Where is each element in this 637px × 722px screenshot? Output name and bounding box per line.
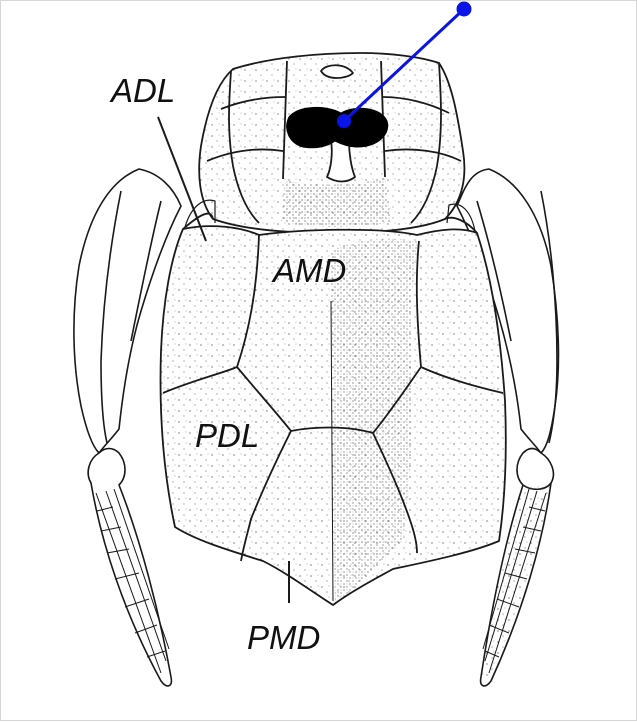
label-pmd: PMD <box>247 619 320 656</box>
pointer-target-dot <box>337 114 351 128</box>
orbit-fenestra <box>287 107 388 147</box>
label-adl: ADL <box>109 72 175 109</box>
label-amd: AMD <box>271 252 346 289</box>
label-pdl: PDL <box>195 417 259 454</box>
pointer-end-dot <box>457 2 472 17</box>
